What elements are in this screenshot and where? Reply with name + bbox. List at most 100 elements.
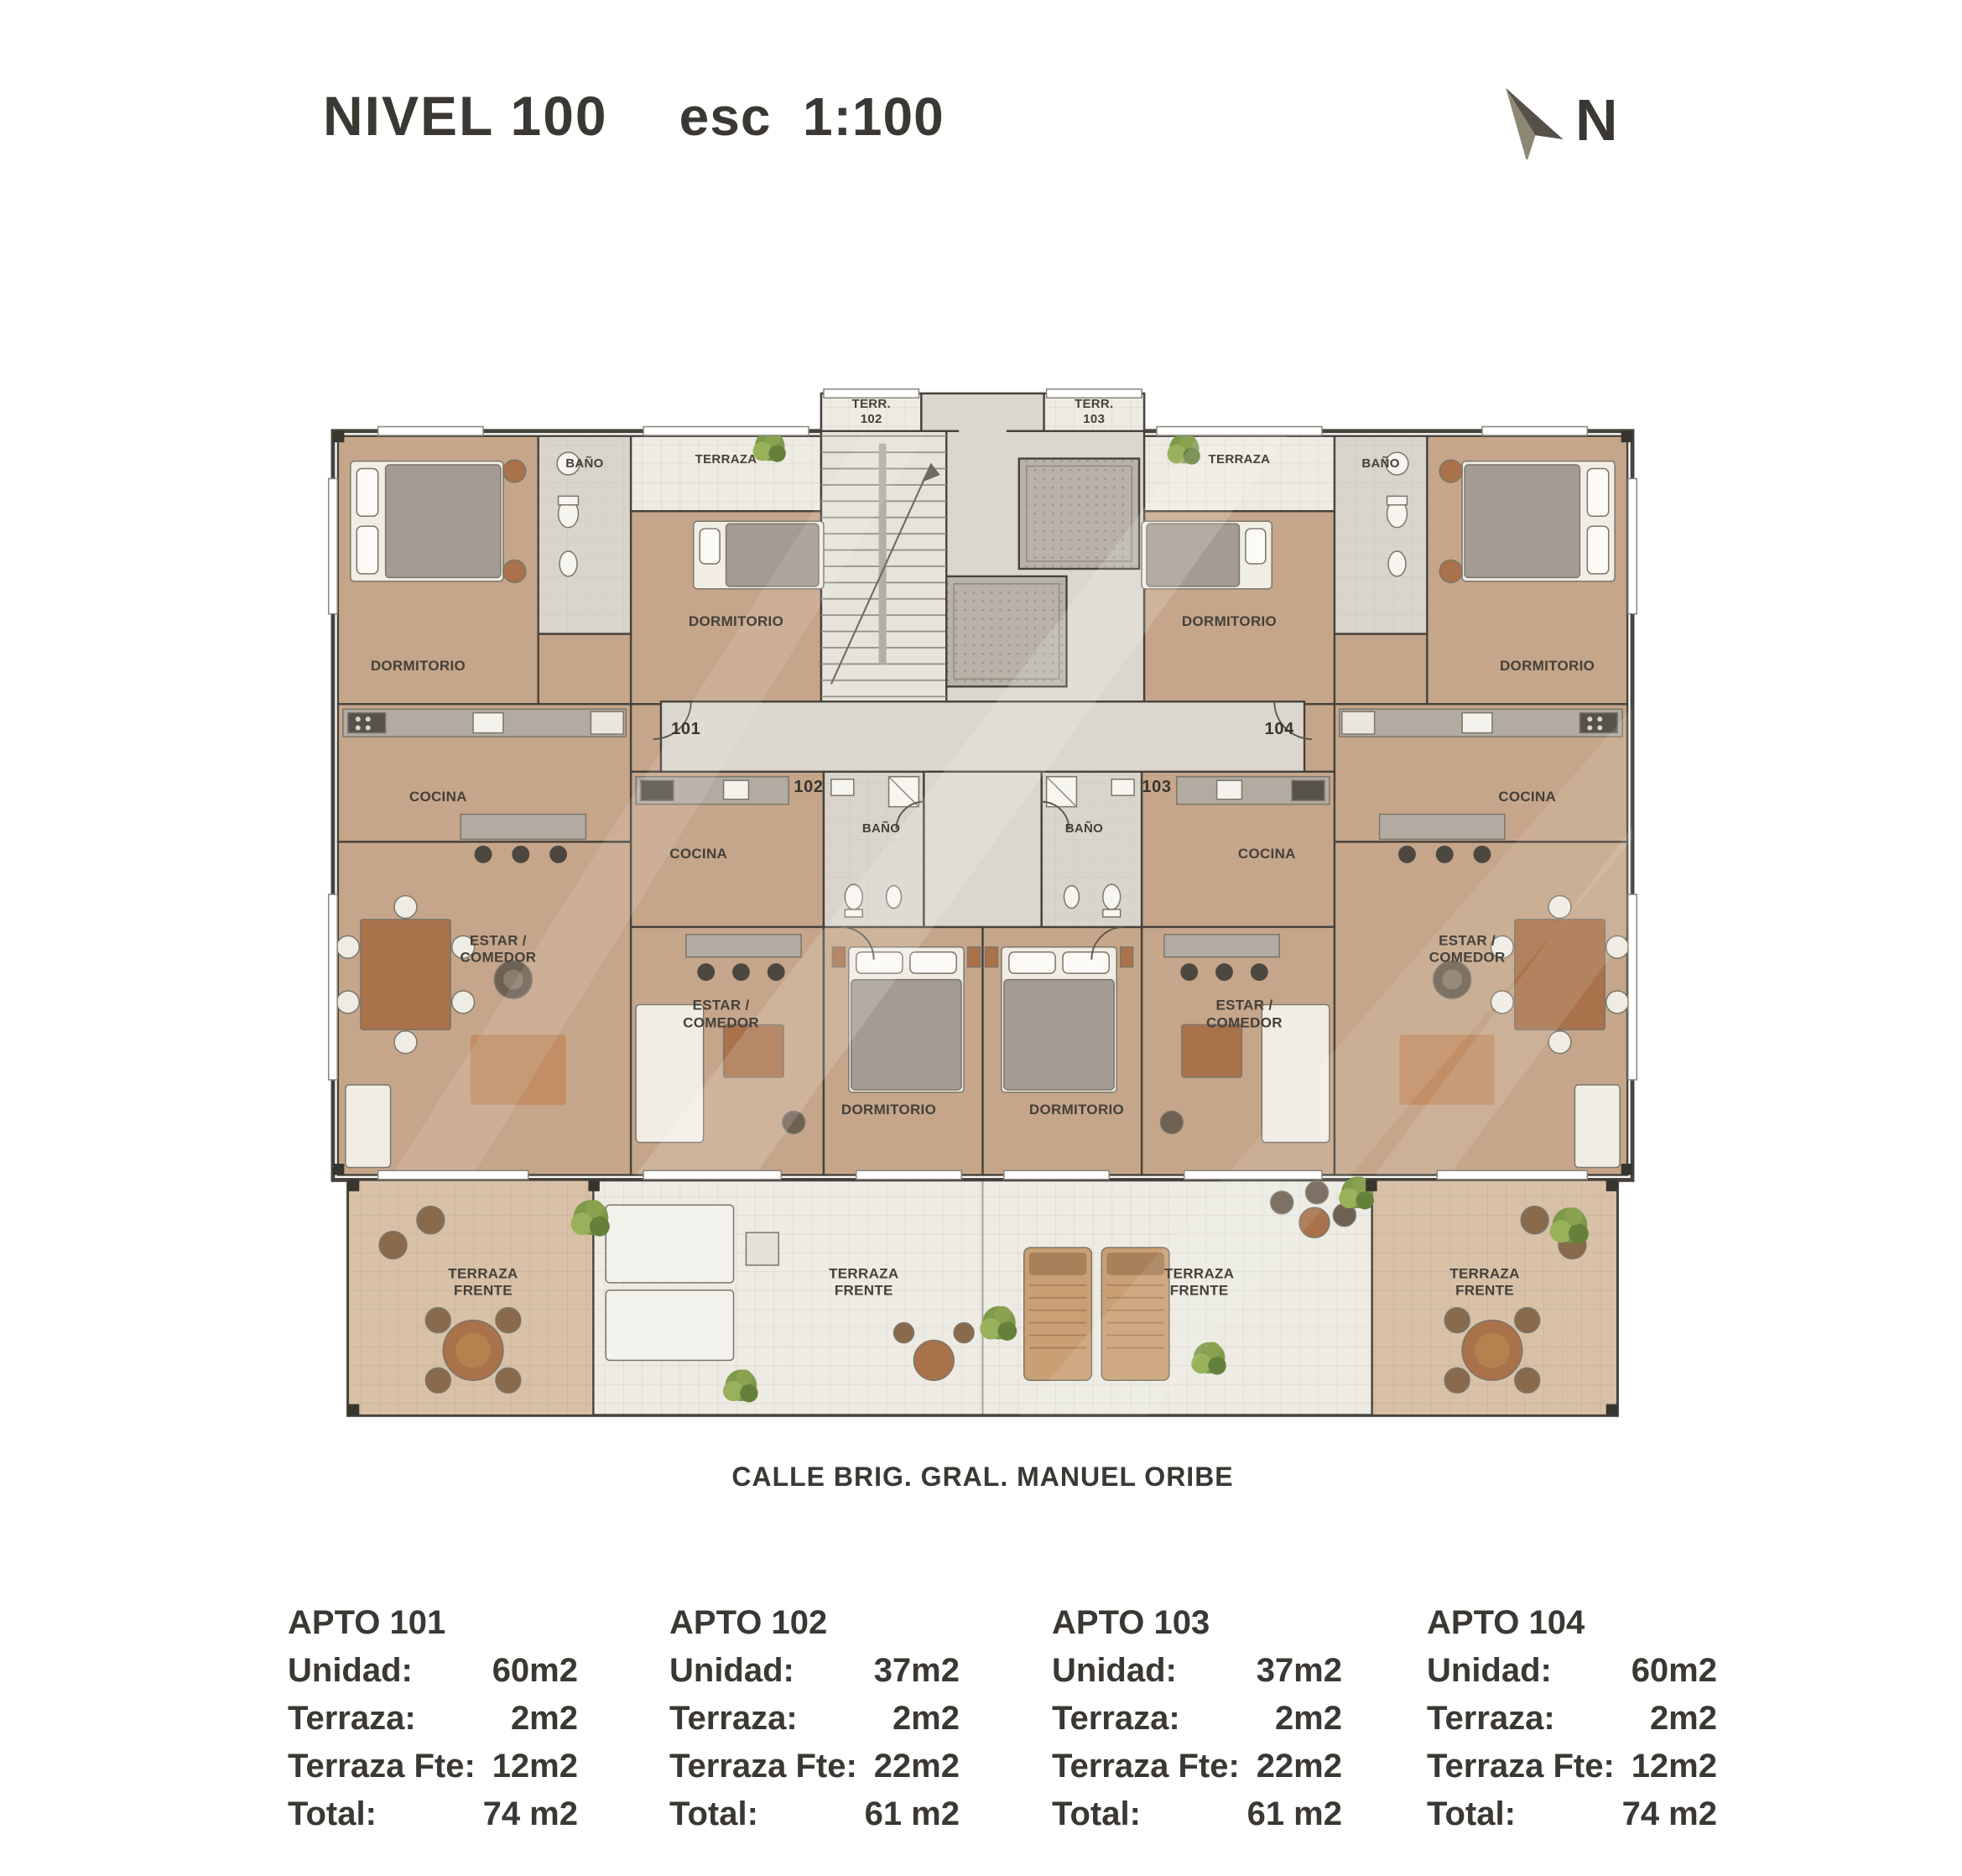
spec-title: APTO 103 bbox=[1052, 1604, 1210, 1641]
spec-value: 22m2 bbox=[1256, 1748, 1342, 1785]
spec-value: 2m2 bbox=[510, 1700, 578, 1737]
room-label-dormitorio-101b: DORMITORIO bbox=[688, 612, 784, 629]
sun-loungers-103 bbox=[1023, 1247, 1170, 1382]
spec-label: Total: bbox=[1052, 1795, 1141, 1832]
spec-row: Terraza:2m2 bbox=[669, 1695, 960, 1743]
spec-row: Terraza Fte: 22m2 bbox=[669, 1743, 960, 1790]
room-label-terraza-frente-104: TERRAZA FRENTE bbox=[1449, 1265, 1519, 1300]
spec-value: 12m2 bbox=[492, 1748, 578, 1785]
spec-title: APTO 102 bbox=[669, 1604, 828, 1641]
unit-label-102: 102 bbox=[794, 777, 824, 796]
room-label-estar-104: ESTAR / COMEDOR bbox=[1429, 932, 1506, 967]
spec-label: Terraza Fte: bbox=[669, 1748, 857, 1785]
spec-value: 61 m2 bbox=[1246, 1795, 1342, 1832]
bathroom-fixtures-104 bbox=[1385, 451, 1409, 577]
label-line: 102 bbox=[860, 412, 882, 427]
scale-label: esc 1:100 bbox=[679, 86, 945, 147]
label-line: FRENTE bbox=[1169, 1282, 1229, 1299]
spec-label: Total: bbox=[669, 1795, 758, 1832]
terrace-set-103 bbox=[1270, 1180, 1356, 1238]
spec-value: 22m2 bbox=[873, 1748, 960, 1785]
spec-apto-102: APTO 102 Unidad:37m2 Terraza:2m2 Terraza… bbox=[669, 1599, 960, 1838]
central-core bbox=[659, 392, 1306, 929]
bathroom-fixtures-101 bbox=[556, 451, 580, 577]
room-label-bano-104: BAÑO bbox=[1361, 456, 1400, 471]
kitchen-101 bbox=[342, 708, 627, 863]
spec-value: 60m2 bbox=[492, 1652, 578, 1689]
lounge-104 bbox=[1399, 960, 1621, 1169]
floor-plan: BAÑO TERRAZA TERR. 102 TERR. 103 TERRAZA… bbox=[323, 388, 1642, 1425]
corridor bbox=[659, 700, 1306, 773]
room-label-dormitorio-104: DORMITORIO bbox=[1499, 658, 1595, 675]
double-bed-103 bbox=[984, 946, 1134, 1093]
label-line: COMEDOR bbox=[1205, 1014, 1283, 1031]
spec-label: Terraza Fte: bbox=[288, 1748, 476, 1785]
dining-set-101 bbox=[336, 894, 476, 1055]
terrace-set-102 bbox=[605, 1204, 975, 1382]
spec-row: Unidad:37m2 bbox=[669, 1647, 960, 1695]
spec-row: Total:74 m2 bbox=[288, 1790, 578, 1838]
spec-label: Unidad: bbox=[1052, 1652, 1177, 1689]
label-line: TERR. bbox=[851, 397, 891, 412]
label-line: COMEDOR bbox=[460, 949, 537, 966]
spec-row: Unidad:37m2 bbox=[1052, 1647, 1342, 1695]
room-label-cocina-102: COCINA bbox=[669, 846, 728, 862]
spec-apto-101: APTO 101 Unidad:60m2 Terraza:2m2 Terraza… bbox=[288, 1599, 578, 1838]
room-label-terraza-frente-103: TERRAZA FRENTE bbox=[1164, 1265, 1234, 1300]
room-label-terraza-frente-101: TERRAZA FRENTE bbox=[448, 1265, 518, 1300]
spec-row: Total: 61 m2 bbox=[1052, 1790, 1342, 1838]
room-label-dormitorio-103: DORMITORIO bbox=[1028, 1101, 1125, 1118]
kitchen-104 bbox=[1339, 708, 1623, 863]
spec-apto-104: APTO 104 Unidad:60m2 Terraza:2m2 Terraza… bbox=[1427, 1599, 1717, 1838]
room-label-estar-101: ESTAR / COMEDOR bbox=[460, 932, 536, 967]
label-line: ESTAR / bbox=[692, 998, 750, 1014]
room-label-dormitorio-101: DORMITORIO bbox=[370, 658, 466, 675]
windows bbox=[327, 388, 1638, 1180]
spec-value: 2m2 bbox=[1274, 1700, 1342, 1737]
label-line: TERRAZA bbox=[1449, 1265, 1520, 1282]
spec-row: Unidad:60m2 bbox=[1427, 1647, 1717, 1695]
label-line: ESTAR / bbox=[1439, 932, 1496, 949]
tile-overlays bbox=[347, 435, 1618, 1416]
lounge-102 bbox=[635, 1003, 806, 1144]
spec-label: Terraza: bbox=[1427, 1700, 1555, 1737]
spec-title: APTO 104 bbox=[1427, 1604, 1585, 1641]
room-label-cocina-101: COCINA bbox=[409, 788, 467, 805]
room-label-terraza-frente-102: TERRAZA FRENTE bbox=[829, 1265, 898, 1300]
plan-header: NIVEL 100 esc 1:100 bbox=[323, 84, 945, 148]
spec-label: Unidad: bbox=[1427, 1652, 1552, 1689]
spec-value: 2m2 bbox=[892, 1700, 960, 1737]
room-label-terr-103: TERR. 103 bbox=[1075, 397, 1114, 427]
unit-label-104: 104 bbox=[1264, 720, 1294, 739]
spec-row: Terraza Fte: 12m2 bbox=[288, 1743, 578, 1790]
spec-value: 12m2 bbox=[1631, 1748, 1717, 1785]
label-line: TERRAZA bbox=[448, 1265, 518, 1282]
label-line: TERR. bbox=[1075, 397, 1114, 412]
room-label-dormitorio-102: DORMITORIO bbox=[840, 1101, 937, 1118]
double-bed-104 bbox=[1439, 459, 1616, 584]
spec-row: Total:74 m2 bbox=[1427, 1790, 1717, 1838]
lounge-103 bbox=[1159, 1003, 1330, 1144]
kitchen-102 bbox=[635, 776, 802, 982]
room-label-terraza-104: TERRAZA bbox=[1208, 452, 1271, 467]
unit-label-103: 103 bbox=[1142, 777, 1172, 796]
label-line: FRENTE bbox=[1455, 1282, 1514, 1299]
label-line: 103 bbox=[1083, 412, 1106, 427]
spec-apto-103: APTO 103 Unidad:37m2 Terraza:2m2 Terraza… bbox=[1052, 1599, 1342, 1838]
label-line: COMEDOR bbox=[1429, 949, 1506, 966]
label-line: ESTAR / bbox=[1215, 998, 1273, 1014]
lounge-101 bbox=[345, 960, 566, 1169]
bathroom-fixtures-102 bbox=[830, 776, 920, 918]
room-label-terr-102: TERR. 102 bbox=[851, 397, 891, 427]
spec-label: Unidad: bbox=[288, 1652, 413, 1689]
room-label-cocina-104: COCINA bbox=[1498, 788, 1557, 805]
spec-title: APTO 101 bbox=[288, 1604, 446, 1641]
single-bed-101 bbox=[693, 520, 825, 590]
spec-label: Terraza Fte: bbox=[1427, 1748, 1615, 1785]
room-label-estar-103: ESTAR / COMEDOR bbox=[1206, 998, 1283, 1032]
label-line: FRENTE bbox=[454, 1282, 513, 1299]
bathroom-fixtures-103 bbox=[1045, 776, 1135, 918]
double-bed-102 bbox=[831, 946, 981, 1093]
spec-value: 37m2 bbox=[873, 1652, 960, 1689]
columns bbox=[332, 430, 1633, 1416]
